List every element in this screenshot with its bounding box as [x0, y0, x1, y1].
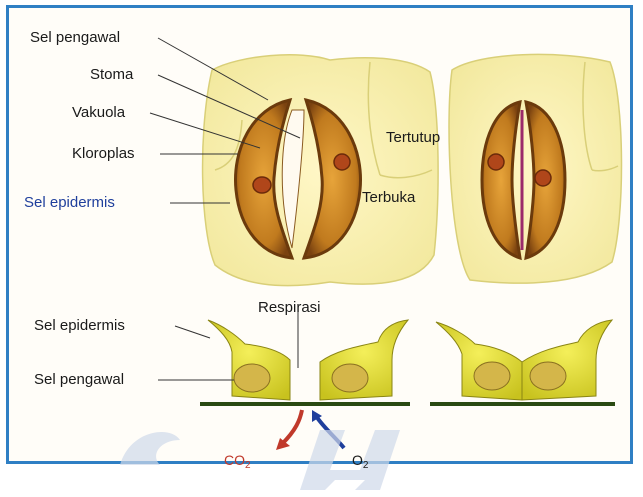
cross-section-closed — [436, 320, 612, 400]
label-vakuola: Vakuola — [72, 105, 125, 121]
label-sel-epidermis-top: Sel epidermis — [24, 195, 115, 211]
cross-section-open — [208, 320, 408, 400]
label-sel-pengawal-bottom: Sel pengawal — [34, 372, 124, 388]
label-tertutup: Tertutup — [386, 130, 440, 146]
co2-arrow — [276, 410, 302, 450]
label-o2: O2 — [352, 452, 368, 471]
label-terbuka: Terbuka — [362, 190, 415, 206]
label-sel-epidermis-bottom: Sel epidermis — [34, 318, 125, 334]
label-respirasi: Respirasi — [258, 300, 321, 316]
label-stoma: Stoma — [90, 67, 133, 83]
label-sel-pengawal-top: Sel pengawal — [30, 30, 120, 46]
guard-cells-closed — [482, 102, 565, 258]
label-co2: CO2 — [224, 452, 251, 471]
label-kloroplas: Kloroplas — [72, 146, 135, 162]
